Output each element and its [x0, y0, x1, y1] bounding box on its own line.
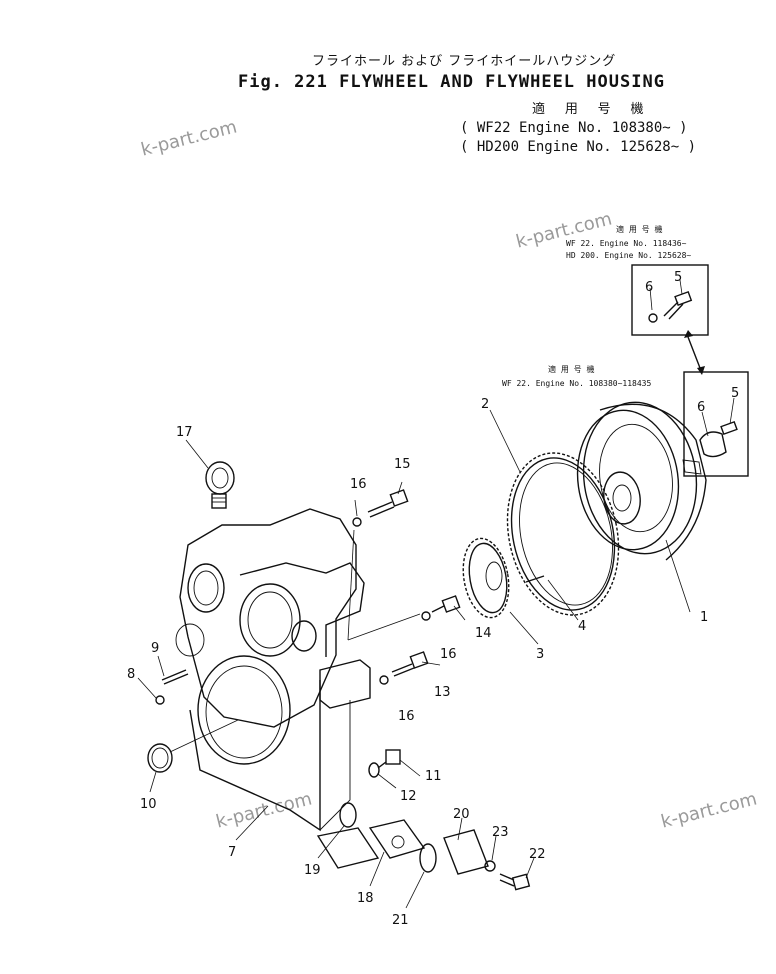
housing-main-bore — [197, 655, 291, 765]
part-number-label: 20 — [453, 807, 470, 822]
variant-box-upper: 適 用 号 機 WF 22. Engine No. 118436~ HD 200… — [566, 224, 709, 336]
flywheel-housing-icon — [175, 508, 380, 869]
part-number-label: 5 — [674, 270, 682, 285]
ring-gear-icon — [506, 452, 620, 616]
part-number-label: 3 — [536, 647, 544, 662]
part-number-label: 16 — [440, 647, 457, 662]
pin-8-icon — [155, 695, 165, 705]
part-number-labels: 1 2 3 4 5 5 6 6 7 8 9 10 11 12 13 14 15 … — [127, 270, 739, 928]
applicability-line-wf22: ( WF22 Engine No. 108380~ ) — [460, 120, 688, 136]
applicability-block: 適 用 号 機 ( WF22 Engine No. 108380~ ) ( HD… — [460, 100, 720, 157]
part-number-label: 1 — [700, 610, 708, 625]
o-ring-19-icon — [339, 802, 357, 828]
part-number-label: 14 — [475, 626, 492, 641]
washer-16-icon — [352, 517, 362, 527]
housing-boss — [319, 659, 371, 709]
part-number-label: 22 — [529, 847, 546, 862]
o-ring-21-icon — [419, 843, 437, 873]
double-arrow-icon — [684, 330, 705, 375]
housing-bore-left — [187, 563, 225, 613]
housing-bore-right — [239, 583, 301, 657]
variant-box-lower: 適 用 号 機 WF 22. Engine No. 108380~118435 — [502, 364, 749, 477]
washer-icon — [648, 313, 658, 323]
washer-16-icon — [379, 675, 389, 685]
bolt-9-icon — [161, 669, 189, 685]
title-japanese: フライホール および フライホイールハウジング — [312, 54, 617, 69]
part-number-label: 23 — [492, 825, 509, 840]
part-number-label: 4 — [578, 619, 586, 634]
upper-box-header: 適 用 号 機 — [616, 224, 662, 234]
figure-title: Fig. 221 FLYWHEEL AND FLYWHEEL HOUSING — [238, 72, 665, 92]
applicability-line-hd200: ( HD200 Engine No. 125628~ ) — [460, 139, 697, 155]
plate-icon — [699, 431, 727, 458]
part-number-label: 2 — [481, 397, 489, 412]
cover-20-icon — [443, 829, 489, 875]
bolt-icon — [663, 290, 693, 320]
part-number-label: 19 — [304, 863, 321, 878]
lower-box-line1: WF 22. Engine No. 108380~118435 — [502, 379, 651, 388]
lower-box-frame — [683, 371, 749, 477]
lower-box-header: 適 用 号 機 — [548, 364, 594, 374]
part-number-label: 21 — [392, 913, 409, 928]
leader-lines — [137, 279, 735, 909]
bolt-14-icon — [431, 595, 461, 613]
part-number-label: 16 — [350, 477, 367, 492]
part-number-label: 11 — [425, 769, 442, 784]
o-ring-10-icon — [147, 743, 173, 773]
washer-23-icon — [484, 860, 496, 872]
part-number-label: 13 — [434, 685, 451, 700]
part-number-label: 7 — [228, 845, 236, 860]
part-number-label: 12 — [400, 789, 417, 804]
eye-bolt-icon — [205, 461, 235, 509]
bolt-15-icon — [367, 489, 409, 518]
applicability-header: 適 用 号 機 — [532, 102, 650, 117]
o-ring-12-icon — [368, 762, 380, 778]
part-number-label: 10 — [140, 797, 157, 812]
part-number-label: 6 — [697, 400, 705, 415]
gear-icon — [462, 537, 510, 619]
part-number-label: 18 — [357, 891, 374, 906]
cover-18-icon — [368, 819, 426, 859]
diagram-header: フライホール および フライホイールハウジング Fig. 221 FLYWHEE… — [0, 0, 776, 170]
part-number-label: 16 — [398, 709, 415, 724]
part-number-label: 6 — [645, 280, 653, 295]
pin-icon — [525, 575, 545, 583]
part-number-label: 5 — [731, 386, 739, 401]
part-number-label: 9 — [151, 641, 159, 656]
part-number-label: 8 — [127, 667, 135, 682]
part-number-label: 15 — [394, 457, 411, 472]
part-number-label: 17 — [176, 425, 193, 440]
plug-11-icon — [377, 749, 401, 769]
bolt-13-icon — [391, 651, 429, 677]
bolt-22-icon — [499, 873, 531, 891]
bolt-icon — [720, 420, 738, 436]
washer-16-icon — [421, 611, 431, 621]
upper-box-frame — [631, 264, 709, 336]
upper-box-line2: HD 200. Engine No. 125628~ — [566, 251, 691, 260]
upper-box-line1: WF 22. Engine No. 118436~ — [566, 239, 687, 248]
flywheel-icon — [576, 401, 707, 561]
